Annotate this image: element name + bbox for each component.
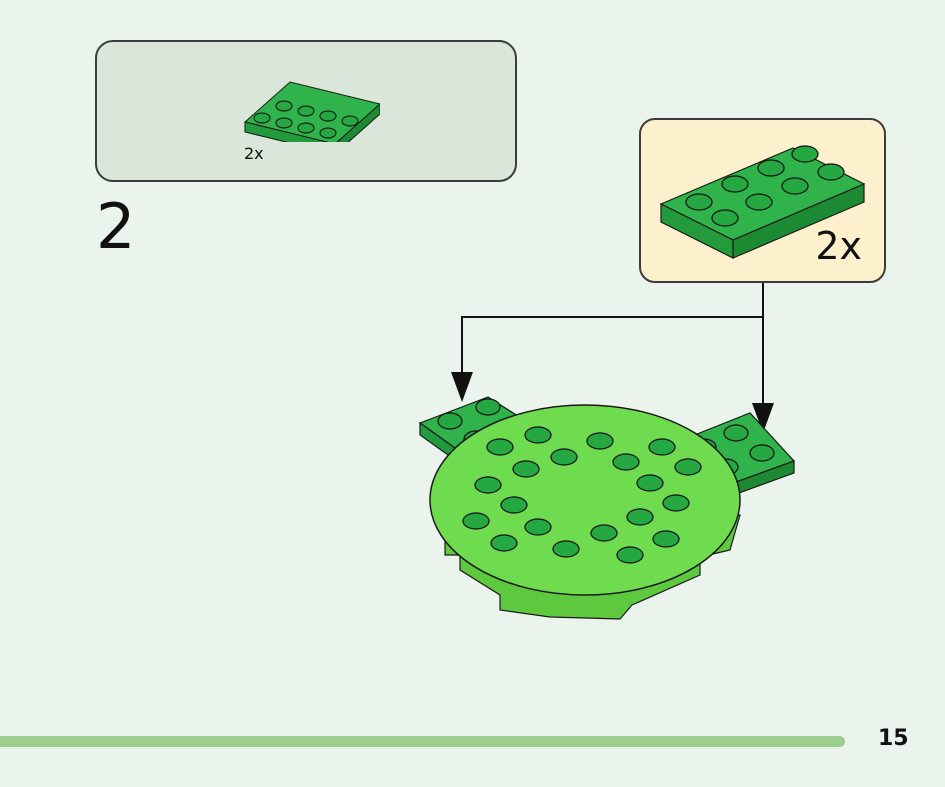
green-plate-2x4-icon [243, 81, 380, 142]
arrow-left-icon [451, 372, 473, 402]
callout-box: 2x [639, 118, 886, 283]
parts-quantity: 2x [244, 144, 264, 163]
turtle-base-model [418, 396, 796, 620]
progress-bar [0, 736, 845, 747]
arrow-right-icon [752, 403, 774, 433]
callout-quantity: 2x [815, 224, 862, 268]
page-number: 15 [878, 726, 909, 751]
step-number: 2 [96, 190, 136, 263]
parts-list-box: 2x [95, 40, 517, 182]
green-plate-2x4-large-icon [659, 145, 866, 259]
